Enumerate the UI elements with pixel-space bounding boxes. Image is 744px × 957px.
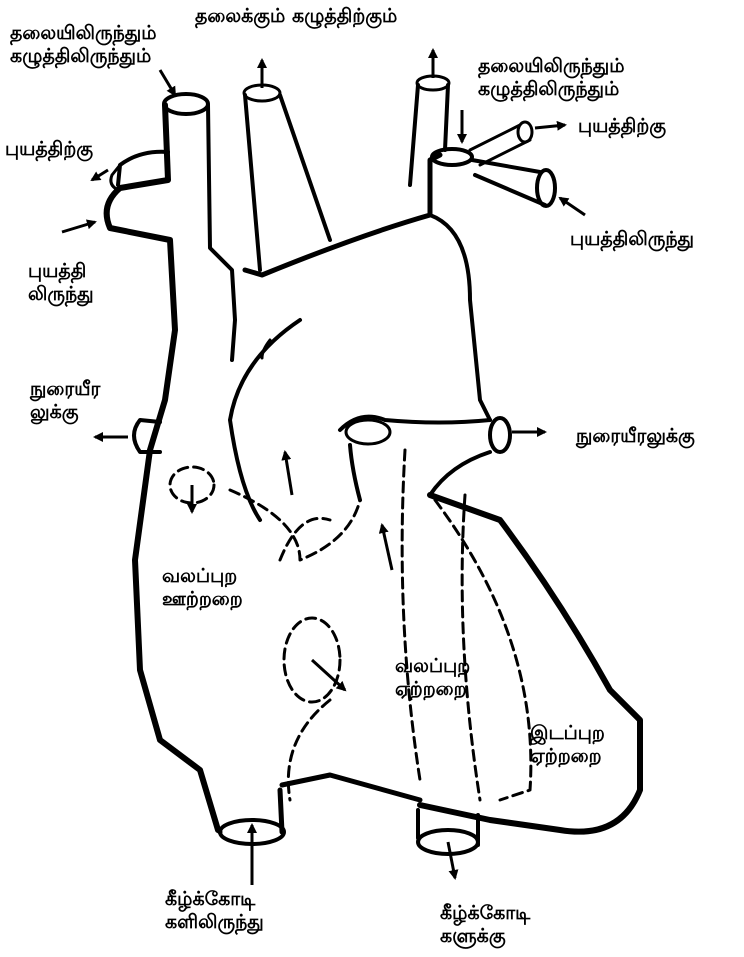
label-arm-to-left: புயத்திற்கு [5, 138, 93, 161]
head-vessel-left [245, 95, 330, 270]
ventricle-dashed-1 [462, 495, 480, 800]
vena-cava-inner [208, 105, 235, 360]
arrow-head-in-left [160, 70, 175, 95]
label-head-neck-from-right: தலையிலிருந்தும் கழுத்திலிருந்தும் [478, 55, 625, 101]
label-head-neck-from-left: தலையிலிருந்தும் கழுத்திலிருந்தும் [10, 22, 157, 68]
arrow-arm-in-left [62, 222, 95, 232]
pulmonary-trunk [340, 417, 490, 500]
right-arm-upper-vessel [470, 125, 530, 165]
right-arm-vessel [472, 160, 545, 205]
trunk-right-side [430, 215, 490, 420]
vena-cava-top-opening [164, 94, 208, 114]
label-lung-to-right: நுரையீரலுக்கு [576, 425, 695, 448]
right-lung-vessel-opening [490, 418, 510, 452]
heart-bottom-line [282, 775, 420, 800]
arrow-ventricle-up [382, 525, 392, 570]
label-arm-from-right: புயத்திலிருந்து [570, 228, 694, 251]
arrow-arm-out-right [535, 125, 565, 128]
label-right-ventricle: வலப்புற ஏற்றறை [395, 655, 470, 701]
septum-dashed [402, 450, 420, 780]
label-arm-from-left: புயத்தி லிருந்து [28, 260, 94, 306]
label-lower-limbs-from: கீழ்க்கோடி களிலிருந்து [165, 888, 264, 934]
arrow-aorta-down [448, 842, 455, 878]
label-arm-to-right: புயத்திற்கு [578, 115, 666, 138]
label-head-neck-to: தலைக்கும் கழுத்திற்கும் [195, 5, 397, 28]
arrow-arm-out-left [92, 170, 108, 180]
label-left-ventricle: இடப்புற ஏற்றறை [530, 722, 605, 768]
arrow-arm-in-right [560, 198, 585, 215]
label-lower-limbs-to: கீழ்க்கோடி களுக்கு [440, 902, 530, 948]
atrium-dashed-boundary [230, 490, 360, 560]
arrow-atrium-up-1 [285, 452, 292, 495]
label-right-atrium: வலப்புற ஊற்றறை [162, 565, 243, 611]
label-lung-to-left: நுரையீர லுக்கு [30, 378, 100, 424]
